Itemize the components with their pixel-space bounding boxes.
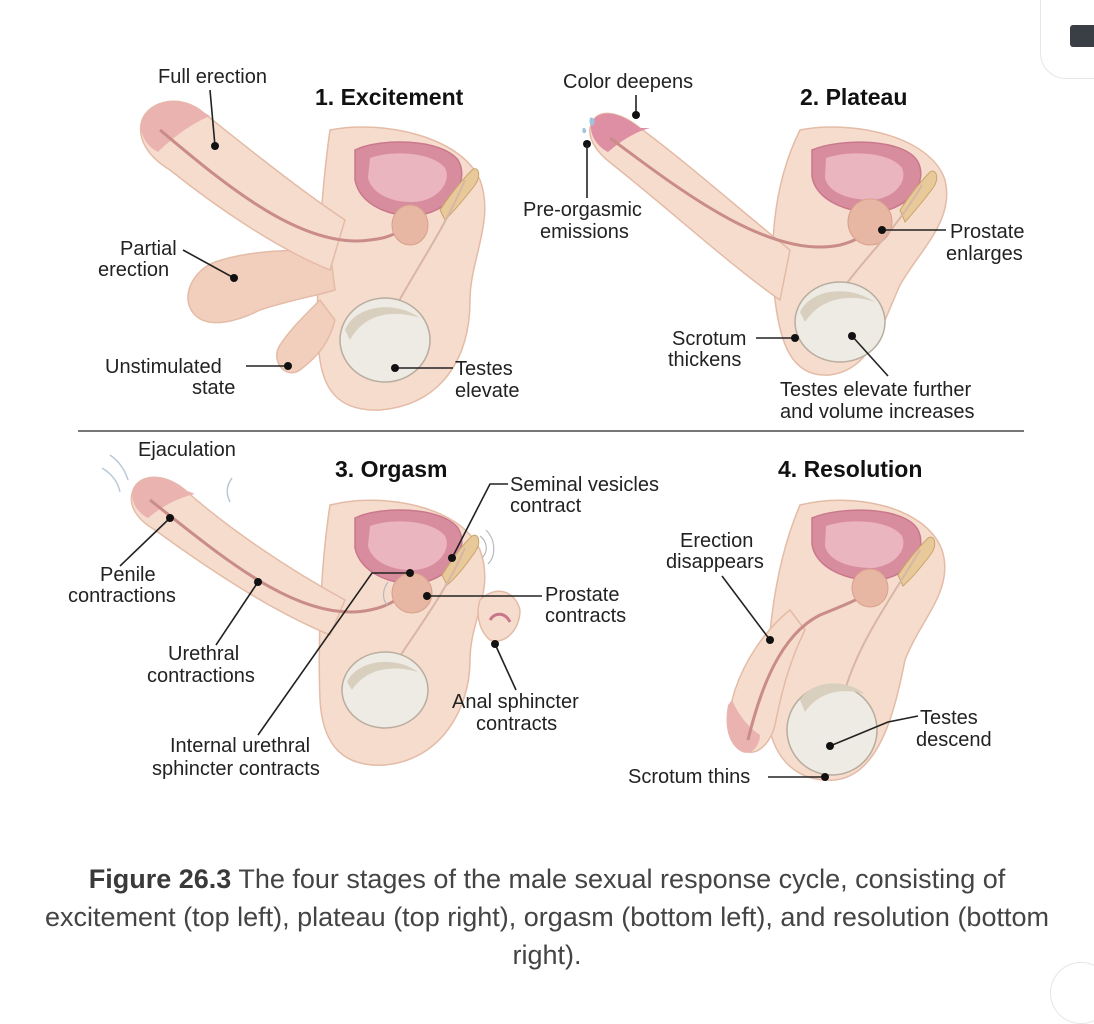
label-preorgasmic-2: emissions [540,221,629,243]
label-erection-disappears-2: disappears [666,551,764,573]
label-prostate-enlarges-1: Prostate [950,221,1024,243]
panel-plateau: 2. Plateau Color deepens Pre-orgasmic em… [523,71,1024,423]
label-unstim-2: state [192,377,235,399]
resolution-anatomy [726,499,946,781]
figure-caption: Figure 26.3 The four stages of the male … [20,860,1074,974]
label-anal-1: Anal sphincter [452,691,579,713]
stage-title-resolution: 4. Resolution [778,456,922,482]
label-internal-1: Internal urethral [170,735,310,757]
label-prostate-contracts-1: Prostate [545,584,619,606]
excitement-anatomy [139,100,486,411]
label-penile-2: contractions [68,585,176,607]
label-internal-2: sphincter contracts [152,758,320,780]
label-preorgasmic-1: Pre-orgasmic [523,199,642,221]
label-full-erection: Full erection [158,66,267,88]
bookmark-icon[interactable] [1070,25,1094,47]
label-testes-elevate-2: elevate [455,380,520,402]
diagram-figure: 1. Excitement Full erection Partial erec… [68,66,1024,788]
orgasm-anatomy [101,454,521,766]
label-testes-descend-2: descend [916,729,992,751]
label-scrotum-thins: Scrotum thins [628,766,750,788]
label-scrotum-thickens-2: thickens [668,349,741,371]
panel-resolution: 4. Resolution Erection disappears Testes… [628,456,992,788]
label-penile-1: Penile [100,564,156,586]
label-testes-further-2: and volume increases [780,401,975,423]
ejaculation-motion-lines [101,454,233,503]
figure-caption-label: Figure 26.3 [88,864,232,894]
label-ejaculation: Ejaculation [138,439,236,461]
label-urethral-1: Urethral [168,643,239,665]
stage-title-orgasm: 3. Orgasm [335,456,448,482]
label-partial-2: erection [98,259,169,281]
label-testes-further-1: Testes elevate further [780,379,972,401]
label-testes-descend-1: Testes [920,707,978,729]
label-scrotum-thickens-1: Scrotum [672,328,746,350]
label-partial-1: Partial [120,238,177,260]
label-seminal-2: contract [510,495,582,517]
stage-title-excitement: 1. Excitement [315,84,464,110]
panel-orgasm: 3. Orgasm Ejaculation Seminal vesicles c… [68,439,659,780]
label-anal-2: contracts [476,713,557,735]
figure-caption-text: The four stages of the male sexual respo… [45,864,1049,970]
label-erection-disappears-1: Erection [680,530,753,552]
label-urethral-2: contractions [147,665,255,687]
label-prostate-enlarges-2: enlarges [946,243,1023,265]
panel-excitement: 1. Excitement Full erection Partial erec… [98,66,520,411]
label-testes-elevate-1: Testes [455,358,513,380]
plateau-anatomy [589,112,948,376]
label-prostate-contracts-2: contracts [545,605,626,627]
label-unstim-1: Unstimulated [105,356,222,378]
label-color-deepens: Color deepens [563,71,693,93]
label-seminal-1: Seminal vesicles [510,474,659,496]
droplet-icon [589,117,595,126]
stage-title-plateau: 2. Plateau [800,84,907,110]
